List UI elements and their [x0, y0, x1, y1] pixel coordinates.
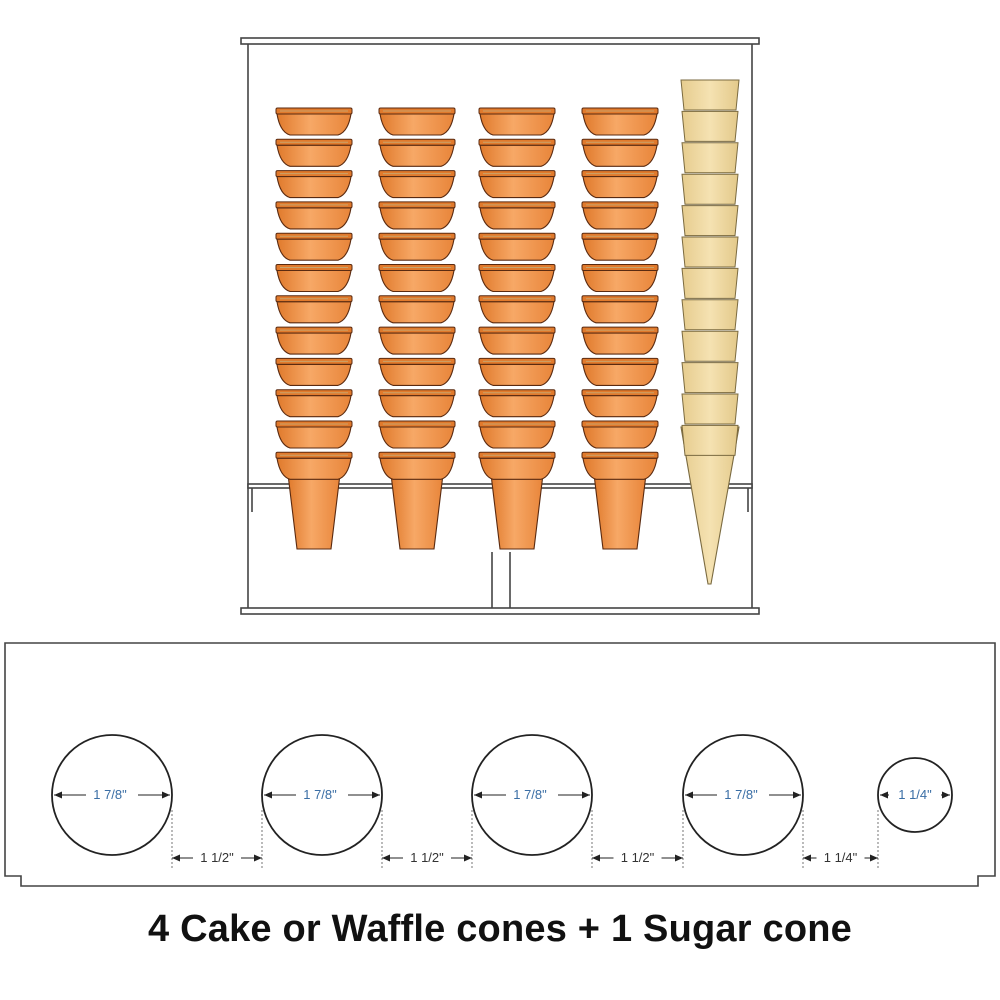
cake-cone [581, 138, 659, 167]
hole-diameter-label: 1 7/8" [513, 787, 547, 802]
cake-cone [581, 451, 659, 480]
cake-cone [378, 201, 456, 230]
cake-cone [478, 451, 556, 480]
sugar-cone [681, 205, 739, 237]
spacing-label: 1 1/2" [621, 850, 655, 865]
cake-cone [478, 295, 556, 324]
cake-cone [581, 420, 659, 449]
sugar-cone [680, 79, 740, 111]
cake-cone [275, 232, 353, 261]
cake-cone [275, 138, 353, 167]
cake-cone [378, 420, 456, 449]
spacing-label: 1 1/2" [410, 850, 444, 865]
cake-cone [581, 170, 659, 199]
cake-cone [581, 357, 659, 386]
hole-diameter-label: 1 7/8" [303, 787, 337, 802]
cake-cone [378, 107, 456, 136]
cake-cone [275, 357, 353, 386]
cake-cone [275, 420, 353, 449]
cake-cone [478, 107, 556, 136]
sugar-cone [681, 236, 739, 268]
cake-cone-base [287, 473, 341, 550]
caption: 4 Cake or Waffle cones + 1 Sugar cone [148, 908, 852, 950]
sugar-cone [681, 299, 739, 331]
sugar-cone [681, 142, 739, 174]
cake-cone [275, 170, 353, 199]
cone-hole: 1 1/4" [877, 757, 953, 833]
cake-cone [478, 389, 556, 418]
cake-cone-stack [378, 107, 456, 550]
cake-cone [581, 389, 659, 418]
cone-stacks [275, 79, 740, 585]
cake-cone [378, 389, 456, 418]
cake-cone [378, 295, 456, 324]
cake-cone-base [593, 473, 647, 550]
cake-cone [275, 264, 353, 293]
cake-cone [478, 326, 556, 355]
cake-cone [478, 357, 556, 386]
spacing-dimension: 1 1/4" [802, 810, 879, 870]
cake-cone [581, 107, 659, 136]
hole-diameter-label: 1 1/4" [898, 787, 932, 802]
cake-cone-stack [275, 107, 353, 550]
cake-cone [378, 232, 456, 261]
cake-cone [581, 264, 659, 293]
cake-cone [275, 201, 353, 230]
cake-cone [378, 264, 456, 293]
cone-hole: 1 7/8" [51, 734, 173, 856]
sugar-cone [681, 362, 739, 394]
cake-cone [478, 264, 556, 293]
cake-cone [378, 170, 456, 199]
cone-hole: 1 7/8" [682, 734, 804, 856]
cone-hole: 1 7/8" [261, 734, 383, 856]
cake-cone [378, 326, 456, 355]
hole-diameter-label: 1 7/8" [724, 787, 758, 802]
spacing-label: 1 1/4" [824, 850, 858, 865]
cake-cone-stack [581, 107, 659, 550]
sugar-cone [681, 267, 739, 299]
sugar-cone [681, 393, 739, 425]
cake-cone [378, 451, 456, 480]
sugar-cone [681, 424, 739, 456]
cake-cone [581, 326, 659, 355]
sugar-cone [681, 110, 739, 142]
cake-cone [378, 138, 456, 167]
cake-cone [478, 232, 556, 261]
cake-cone-base [390, 473, 444, 550]
cake-cone [581, 232, 659, 261]
cake-cone [478, 420, 556, 449]
cake-cone [478, 201, 556, 230]
spacing-dimension: 1 1/2" [171, 810, 263, 870]
cone-hole: 1 7/8" [471, 734, 593, 856]
spacing-dimension: 1 1/2" [381, 810, 473, 870]
spacing-label: 1 1/2" [200, 850, 234, 865]
cake-cone [378, 357, 456, 386]
cake-cone [275, 107, 353, 136]
cake-cone-base [490, 473, 544, 550]
cake-cone [581, 201, 659, 230]
hole-plate: 1 7/8" 1 7/8" 1 7/8" 1 7/8" 1 1/4" 1 1/2" 1 1/… [51, 734, 953, 870]
cake-cone-stack [478, 107, 556, 550]
cake-cone [581, 295, 659, 324]
cake-cone [275, 451, 353, 480]
sugar-cone-stack [680, 79, 740, 585]
cake-cone [275, 326, 353, 355]
spacing-dimension: 1 1/2" [591, 810, 684, 870]
cake-cone [275, 295, 353, 324]
cake-cone [478, 138, 556, 167]
sugar-cone [681, 173, 739, 205]
cake-cone [478, 170, 556, 199]
hole-diameter-label: 1 7/8" [93, 787, 127, 802]
cake-cone [275, 389, 353, 418]
sugar-cone [681, 330, 739, 362]
